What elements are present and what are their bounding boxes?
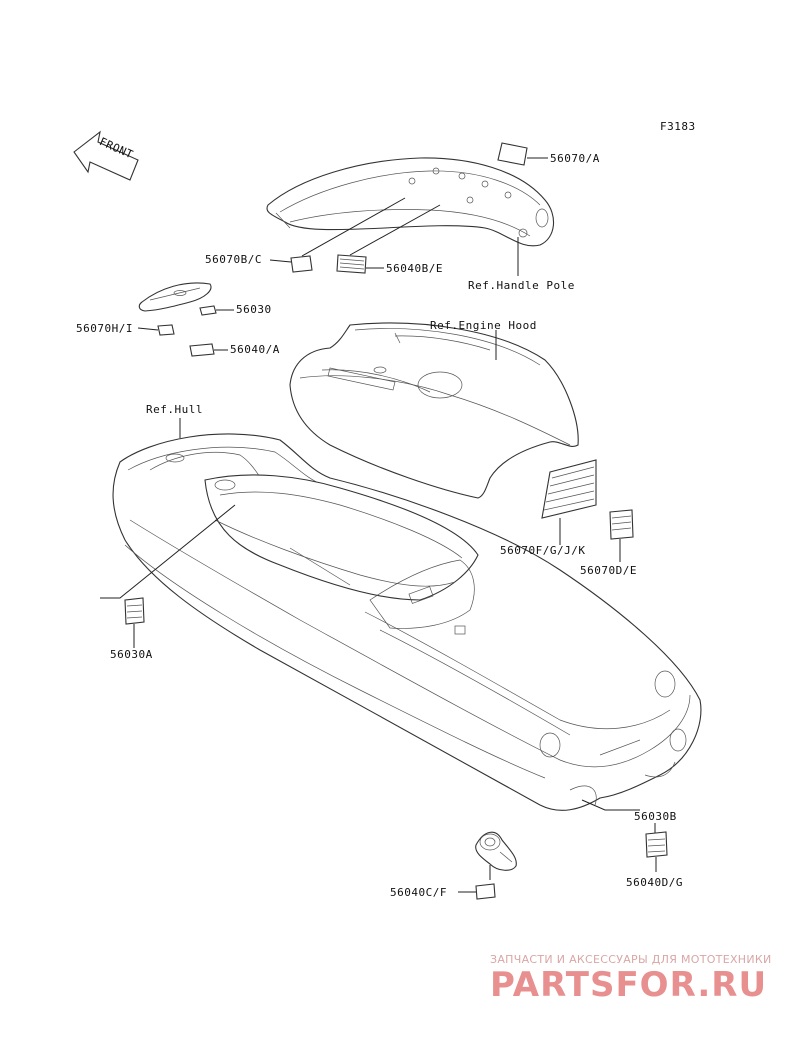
handle-pole-part (266, 157, 554, 247)
decal-56030 (199, 305, 217, 316)
decal-56040a (189, 343, 215, 357)
callout-56040cf: 56040C/F (390, 886, 447, 899)
callout-56070bc: 56070B/C (205, 253, 262, 266)
decal-56070de (609, 509, 634, 540)
decal-56070a (497, 142, 528, 166)
decal-56040cf (475, 883, 496, 900)
decal-56070fgjk (541, 459, 597, 519)
callout-56030: 56030 (236, 303, 272, 316)
callout-56070de: 56070D/E (580, 564, 637, 577)
decal-56070hi (157, 324, 175, 336)
ref-hull: Ref.Hull (146, 403, 203, 416)
callout-56070fgjk: 56070F/G/J/K (500, 544, 585, 557)
callout-56040dg: 56040D/G (626, 876, 683, 889)
watermark-logo: PARTSFOR.RU (490, 965, 767, 1005)
callout-56070a: 56070/A (550, 152, 600, 165)
decal-56040dg (645, 831, 668, 858)
grip-part (138, 282, 212, 312)
watermark-tagline: ЗАПЧАСТИ И АКСЕССУАРЫ ДЛЯ МОТОТЕХНИКИ (490, 953, 772, 966)
callout-56070hi: 56070H/I (76, 322, 133, 335)
callout-56030b: 56030B (634, 810, 677, 823)
decal-56030a (124, 597, 145, 625)
front-arrow-icon: FRONT (73, 130, 139, 181)
ref-engine-hood: Ref.Engine Hood (430, 319, 537, 332)
decal-56070bc (290, 255, 313, 273)
bracket-part (475, 831, 517, 871)
callout-56030a: 56030A (110, 648, 153, 661)
hull-part (112, 433, 702, 811)
figure-code: F3183 (660, 120, 696, 133)
decal-56040be (336, 254, 367, 274)
ref-handle-pole: Ref.Handle Pole (468, 279, 575, 292)
callout-56040a: 56040/A (230, 343, 280, 356)
engine-hood-part (289, 322, 579, 499)
callout-56040be: 56040B/E (386, 262, 443, 275)
